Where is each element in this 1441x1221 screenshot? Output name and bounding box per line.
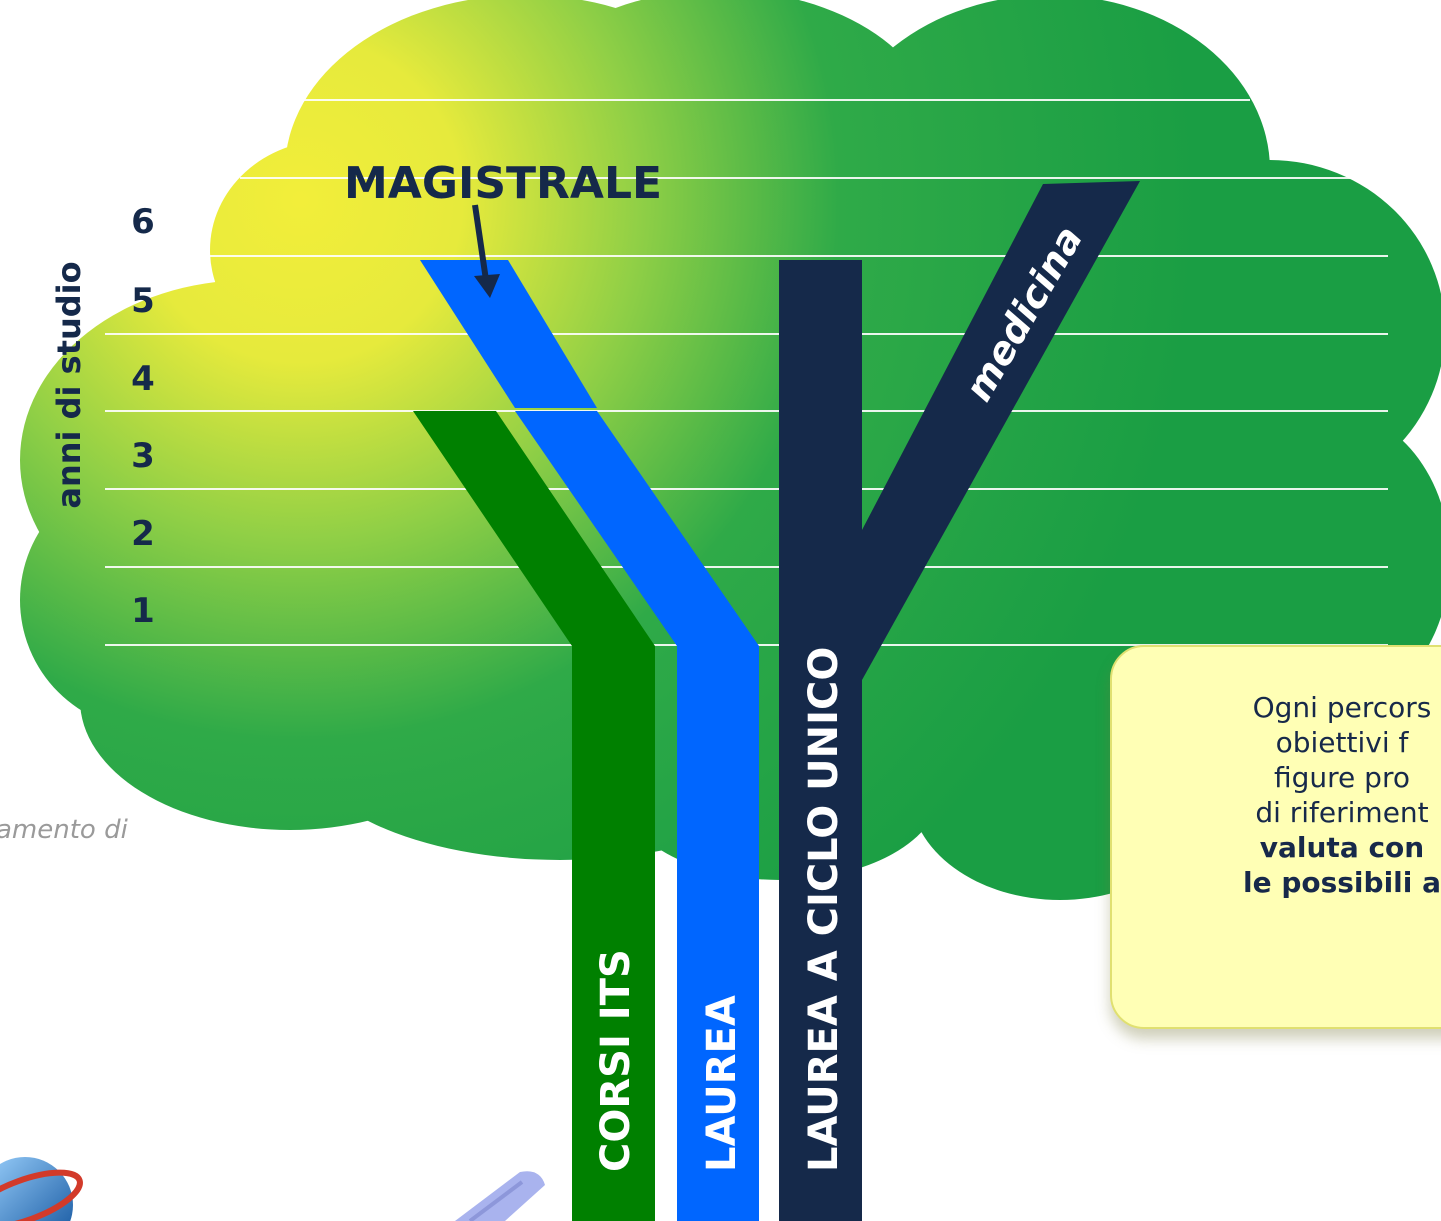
laurea-ciclo-unico-path: [779, 260, 862, 1221]
magistrale-label: MAGISTRALE: [344, 158, 662, 209]
laurea-ciclo-unico-label: LAUREA A CICLO UNICO: [801, 647, 847, 1172]
year-4: 4: [131, 359, 155, 399]
info-line-6: le possibili a: [1242, 866, 1441, 899]
year-6: 6: [131, 202, 155, 242]
footer-note: amento di: [0, 815, 128, 845]
year-5: 5: [131, 281, 155, 321]
info-line-1: Ogni percors: [1252, 691, 1432, 724]
pencil-decoration-icon: [455, 1171, 545, 1221]
corsi-its-label: CORSI ITS: [593, 949, 639, 1172]
corsi-its-path: [413, 411, 655, 1221]
axis-label: anni di studio: [50, 261, 88, 508]
info-line-5: valuta con: [1259, 831, 1425, 864]
year-3: 3: [131, 436, 155, 476]
magistrale-arrow: [472, 204, 500, 298]
laurea-label: LAUREA: [699, 995, 745, 1172]
year-1: 1: [131, 591, 155, 631]
info-callout-text: Ogni percors obiettivi f figure pro di r…: [1112, 690, 1441, 900]
year-labels: 6 5 4 3 2 1: [131, 202, 155, 631]
info-line-2: obiettivi f: [1275, 726, 1409, 759]
laurea-path: [515, 411, 759, 1221]
info-callout-box: Ogni percors obiettivi f figure pro di r…: [1110, 645, 1441, 1029]
info-line-4: di riferiment: [1255, 796, 1429, 829]
medicina-path: [862, 181, 1140, 680]
magistrale-path: [420, 260, 597, 408]
year-2: 2: [131, 514, 155, 554]
info-line-3: figure pro: [1274, 761, 1410, 794]
globe-logo-icon: [0, 1157, 83, 1221]
